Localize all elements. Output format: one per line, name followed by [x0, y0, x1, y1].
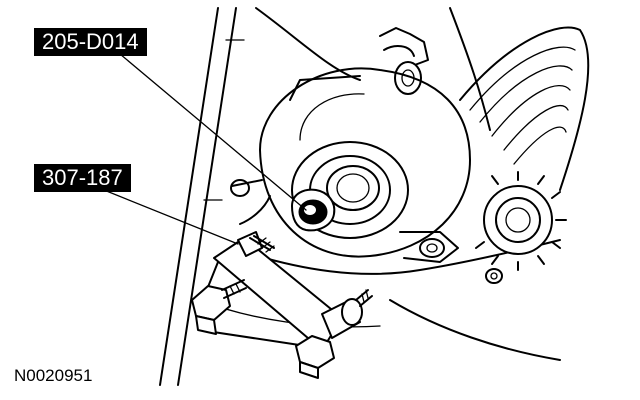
leader-line-307-187: [103, 189, 239, 245]
figure-id: N0020951: [14, 366, 93, 385]
drain-plug: [230, 179, 263, 197]
leader-line-205-D014: [119, 53, 307, 211]
lower-tab: [399, 231, 459, 263]
ribbed-housing: [459, 26, 590, 191]
callout-leaders: [103, 53, 307, 245]
frame-rails: [159, 7, 245, 386]
spline-gear: [475, 171, 567, 284]
tool-callout-label: 307-187: [42, 165, 123, 190]
tool-callout-label: 205-D014: [42, 29, 139, 54]
holding-fixture-tool: [191, 231, 373, 379]
tool-callout-205-D014: 205-D014: [34, 28, 147, 56]
seal-installer-tool: [291, 188, 336, 232]
flange-housing: [239, 67, 471, 258]
top-bracket: [379, 27, 429, 95]
tool-callout-307-187: 307-187: [34, 164, 131, 192]
